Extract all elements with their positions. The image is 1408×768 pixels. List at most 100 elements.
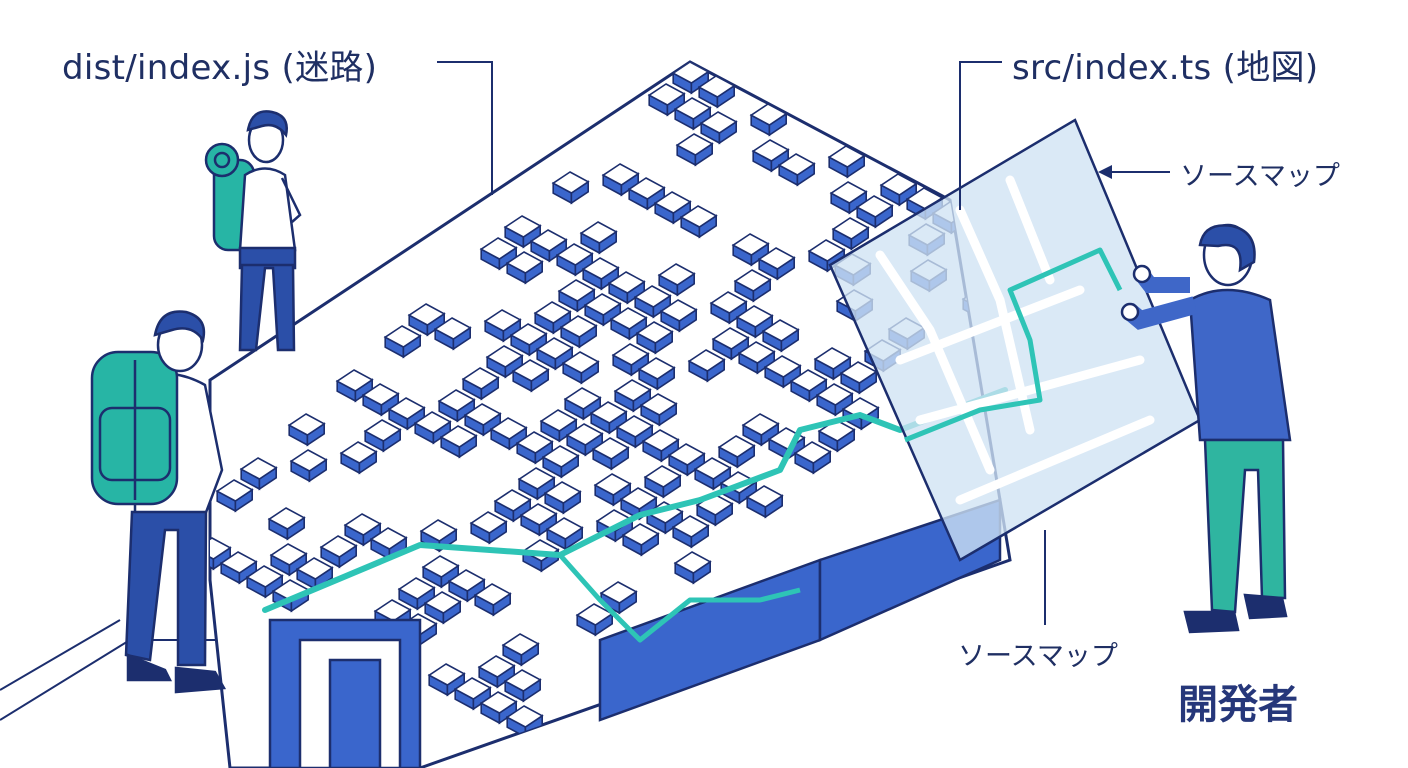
maze-wall-block [579, 221, 618, 244]
maze-wall-block [421, 555, 460, 578]
maze-wall-block [647, 83, 686, 106]
maze-wall-block [879, 173, 918, 196]
maze-wall-block [693, 457, 732, 480]
sourcemap-label-bottom: ソースマップ [958, 641, 1118, 672]
maze-wall-block [501, 633, 540, 656]
maze-wall-block [473, 583, 512, 606]
maze-wall-block [267, 507, 306, 530]
maze-wall-block [541, 445, 580, 468]
maze-wall-block [437, 389, 476, 412]
maze-wall-block [453, 677, 492, 700]
traveler-front [90, 310, 227, 694]
maze-wall-block [319, 535, 358, 558]
sourcemap-label-top: ソースマップ [1180, 161, 1340, 192]
maze-wall-block [515, 431, 554, 454]
maze-wall-block [815, 383, 854, 406]
maze-wall-block [563, 387, 602, 410]
maze-wall-block [737, 341, 776, 364]
maze-wall-block [599, 581, 638, 604]
maze-wall-block [761, 319, 800, 342]
maze-wall-block [735, 305, 774, 328]
maze [208, 60, 1012, 768]
maze-wall-block [461, 367, 500, 390]
maze-wall-block [673, 97, 712, 120]
maze-wall-block [611, 343, 650, 366]
maze-wall-block [561, 351, 600, 374]
maze-wall-block [343, 513, 382, 536]
maze-wall-block [601, 163, 640, 186]
map-roads [875, 175, 1155, 505]
source-map-sheet [828, 118, 1202, 562]
map-route [904, 247, 1123, 443]
maze-wall-block [813, 347, 852, 370]
dist-file-label: dist/index.js (迷路) [62, 48, 378, 88]
maze-wall-block [709, 291, 748, 314]
maze-wall-block [817, 419, 856, 442]
maze-wall-block [671, 515, 710, 538]
maze-wall-block [479, 237, 518, 260]
maze-wall-block [397, 577, 436, 600]
maze-wall-block [633, 285, 672, 308]
maze-wall-block [653, 191, 692, 214]
maze-wall-block [657, 263, 696, 286]
maze-wall-block [751, 139, 790, 162]
maze-wall-block [469, 511, 508, 534]
maze-wall-block [619, 487, 658, 510]
maze-wall-block [733, 269, 772, 292]
solution-path [262, 387, 1008, 613]
maze-wall-block [627, 177, 666, 200]
maze-wall-block [423, 591, 462, 614]
maze-wall-block [583, 293, 622, 316]
maze-wall-block [363, 419, 402, 442]
maze-wall-block [339, 441, 378, 464]
maze-wall-block [757, 247, 796, 270]
maze-wall-block [485, 345, 524, 368]
maze-wall-block [667, 443, 706, 466]
maze-wall-block [295, 557, 334, 580]
maze-wall-block [829, 181, 868, 204]
maze-wall-block [711, 327, 750, 350]
maze-wall-block [687, 349, 726, 372]
maze-wall-block [427, 663, 466, 686]
maze-wall-block [621, 523, 660, 546]
maze-wall-block [777, 153, 816, 176]
maze-wall-block [591, 437, 630, 460]
maze-wall-block [639, 393, 678, 416]
maze-walls [210, 62, 1010, 739]
maze-wall-block [675, 133, 714, 156]
maze-wall-block [239, 457, 278, 480]
maze-wall-block [749, 103, 788, 126]
maze-wall-block [793, 441, 832, 464]
maze-wall-block [565, 423, 604, 446]
maze-wall-block [419, 519, 458, 542]
maze-wall-block [637, 357, 676, 380]
maze-wall-block [287, 413, 326, 436]
maze-wall-block [807, 239, 846, 262]
maze-wall-block [477, 655, 516, 678]
maze-wall-block [503, 215, 542, 238]
maze-wall-block [827, 145, 866, 168]
maze-wall-block [763, 355, 802, 378]
maze-wall-block [493, 489, 532, 512]
maze-wall-block [697, 75, 736, 98]
maze-wall-block [643, 465, 682, 488]
maze-wall-block [841, 397, 880, 420]
maze-wall-block [609, 307, 648, 330]
maze-wall-block [387, 397, 426, 420]
maze-wall-block [361, 383, 400, 406]
maze-wall-block [433, 317, 472, 340]
maze-wall-block [269, 543, 308, 566]
maze-wall-block [607, 271, 646, 294]
maze-wall-block [635, 321, 674, 344]
maze-wall-block [679, 205, 718, 228]
maze-wall-block [659, 299, 698, 322]
maze-wall-block [545, 517, 584, 540]
maze-wall-block [463, 403, 502, 426]
maze-wall-block [535, 337, 574, 360]
maze-wall-block [717, 435, 756, 458]
developer-label: 開発者 [1178, 682, 1298, 728]
maze-wall-block [479, 691, 518, 714]
maze-wall-block [245, 565, 284, 588]
maze-wall-block [745, 485, 784, 508]
